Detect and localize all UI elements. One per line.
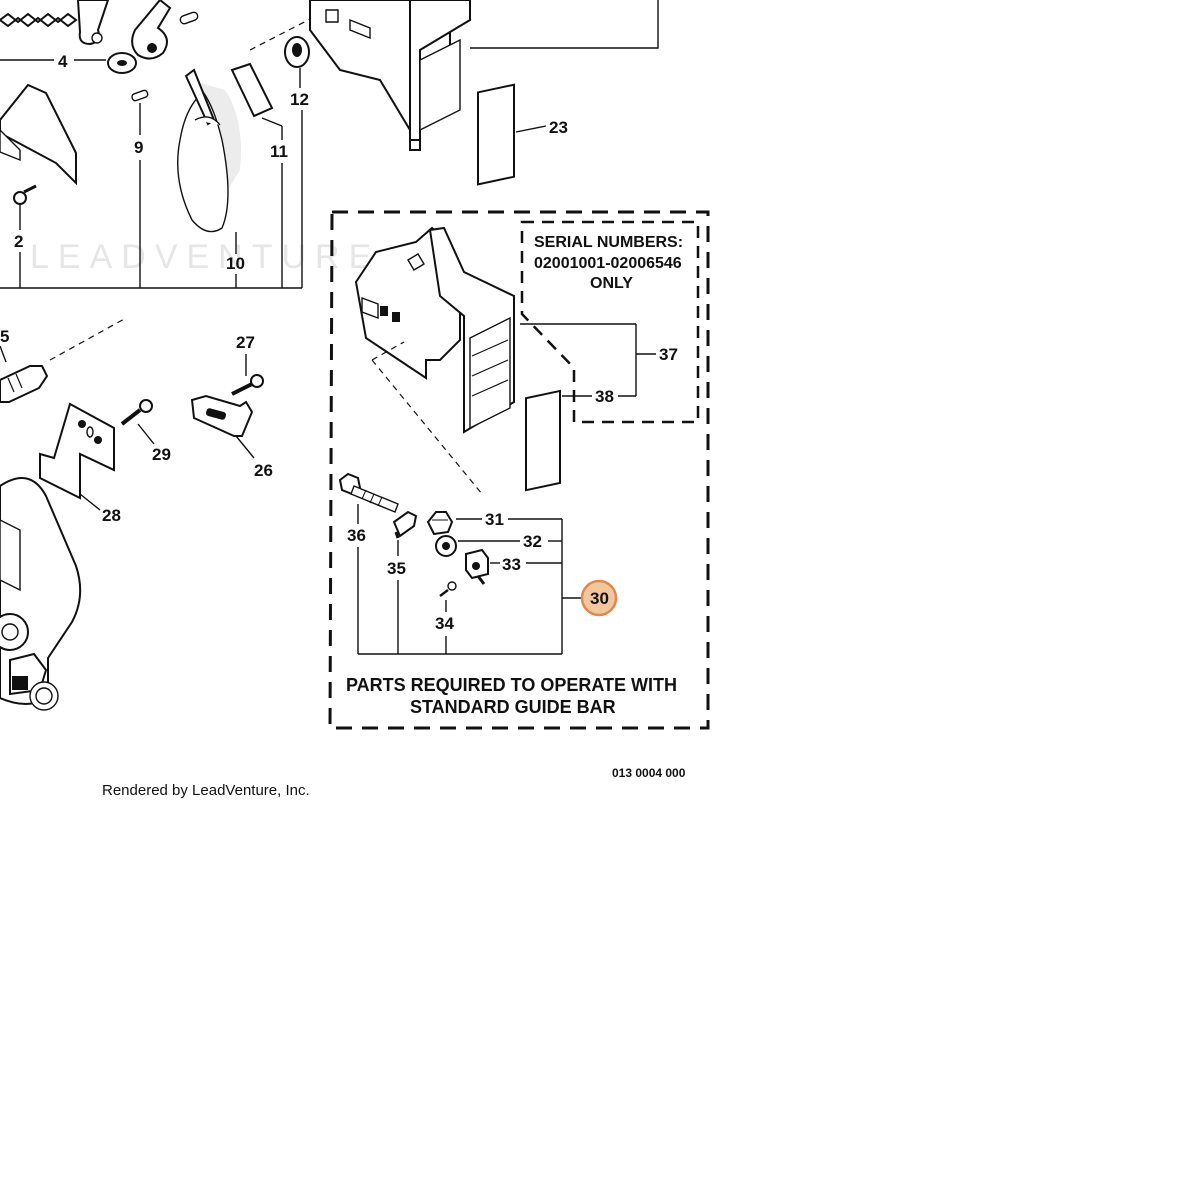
cam-part [131,0,199,60]
worm-gear-part [426,511,454,536]
spur-part [392,510,418,539]
watermark-text: LEADVENTURE [30,238,380,276]
diagram-reference-code: 013 0004 000 [612,766,686,780]
bracket-plate-part [0,83,77,186]
serial-only-text: ONLY [590,275,633,292]
callout-30: 30 [590,589,609,608]
callout-29: 29 [152,445,171,464]
bar-stud-part [0,365,49,403]
slide-nut-part [465,548,489,585]
cover-plate-38 [525,389,561,492]
callout-10: 10 [226,254,245,273]
bushing-part [284,36,310,68]
washer-part [107,52,137,74]
brake-band-part [177,68,229,233]
chain-brake-housing-top [309,0,471,151]
crankcase-part [0,477,82,711]
serial-range-text: 02001001-02006546 [534,255,682,272]
highlighted-callout-30[interactable]: 30 [580,579,618,617]
serial-numbers-label: SERIAL NUMBERS: [534,234,683,251]
callout-36: 36 [347,526,366,545]
parts-note-line2: STANDARD GUIDE BAR [410,697,616,717]
callout-38: 38 [595,387,614,406]
callout-28: 28 [102,506,121,525]
screw-part-29 [120,399,153,426]
screw-part-34 [439,581,457,597]
callout-27: 27 [236,333,255,352]
screw-part-27 [231,374,264,396]
lever-part [76,0,110,46]
tensioner-part [190,394,254,437]
spur-gear-part [435,535,457,557]
serial-numbers-box [520,220,700,424]
callout-23: 23 [549,118,568,137]
sleeve-part [230,62,274,118]
parts-kit-box [328,210,710,730]
callout-32: 32 [523,532,542,551]
callout-9: 9 [134,138,143,157]
parts-note-line1: PARTS REQUIRED TO OPERATE WITH [346,675,677,695]
callout-12: 12 [290,90,309,109]
callout-26: 26 [254,461,273,480]
guide-plate-part [39,402,115,500]
callout-33: 33 [502,555,521,574]
chain-brake-housing-kit [354,226,515,434]
callout-34: 34 [435,614,454,633]
pin-part [131,89,149,102]
callout-25: 5 [0,327,9,346]
callout-4: 4 [58,52,68,71]
cover-plate-23 [477,83,515,186]
callout-35: 35 [387,559,406,578]
callout-2: 2 [14,232,23,251]
callout-37: 37 [659,345,678,364]
adjusting-screw-part [338,472,399,513]
render-credit: Rendered by LeadVenture, Inc. [102,782,310,799]
screw-part-2 [13,184,37,205]
callout-31: 31 [485,510,504,529]
callout-11: 11 [270,142,288,161]
spring-part [0,12,78,28]
